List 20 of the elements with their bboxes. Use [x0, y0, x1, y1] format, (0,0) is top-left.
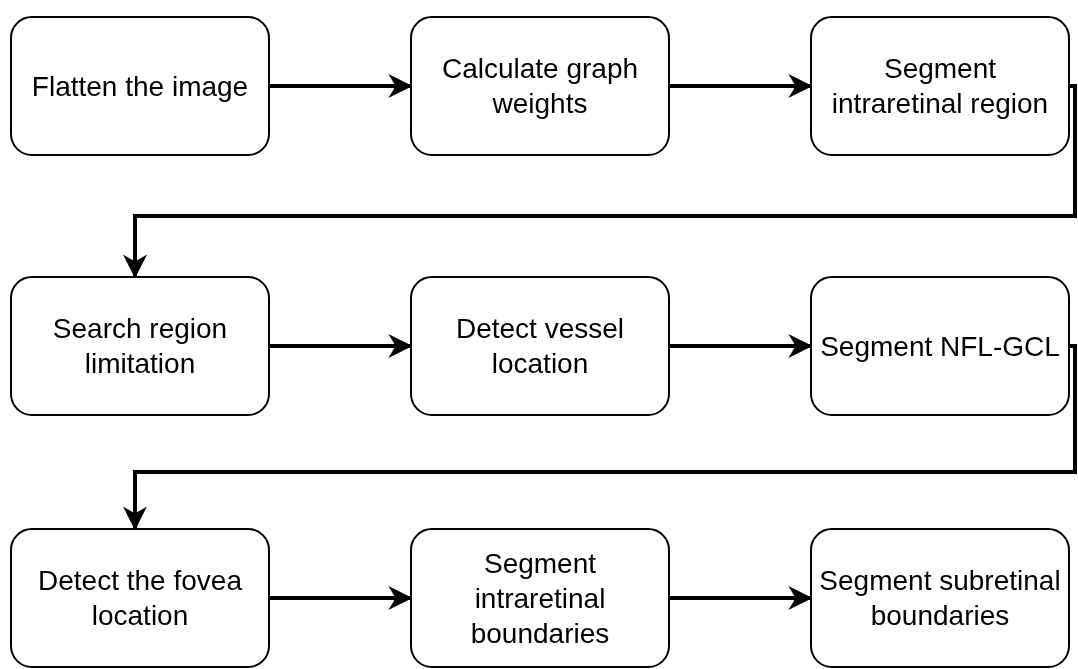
- process-box: [410, 276, 670, 416]
- step-label: Detect the fovea location: [37, 564, 243, 633]
- process-box: [10, 528, 270, 668]
- process-box: [10, 276, 270, 416]
- step-label: Calculate graph weights: [440, 52, 640, 121]
- step-label: Segment subretinal boundaries: [818, 564, 1062, 633]
- process-box: [410, 16, 670, 156]
- step-label: Flatten the image: [31, 69, 249, 104]
- process-box: [410, 528, 670, 668]
- step-label: Segment intraretinal region: [830, 52, 1050, 121]
- arrow: [123, 84, 1077, 279]
- process-box: [810, 528, 1070, 668]
- step-label: Segment NFL-GCL: [820, 329, 1060, 364]
- process-box: [810, 276, 1070, 416]
- step-label: Search region limitation: [51, 312, 229, 381]
- process-box: [10, 16, 270, 156]
- step-label: Detect vessel location: [454, 312, 626, 381]
- step-label: Segment intraretinal boundaries: [469, 546, 611, 651]
- arrow: [123, 344, 1077, 531]
- process-box: [810, 16, 1070, 156]
